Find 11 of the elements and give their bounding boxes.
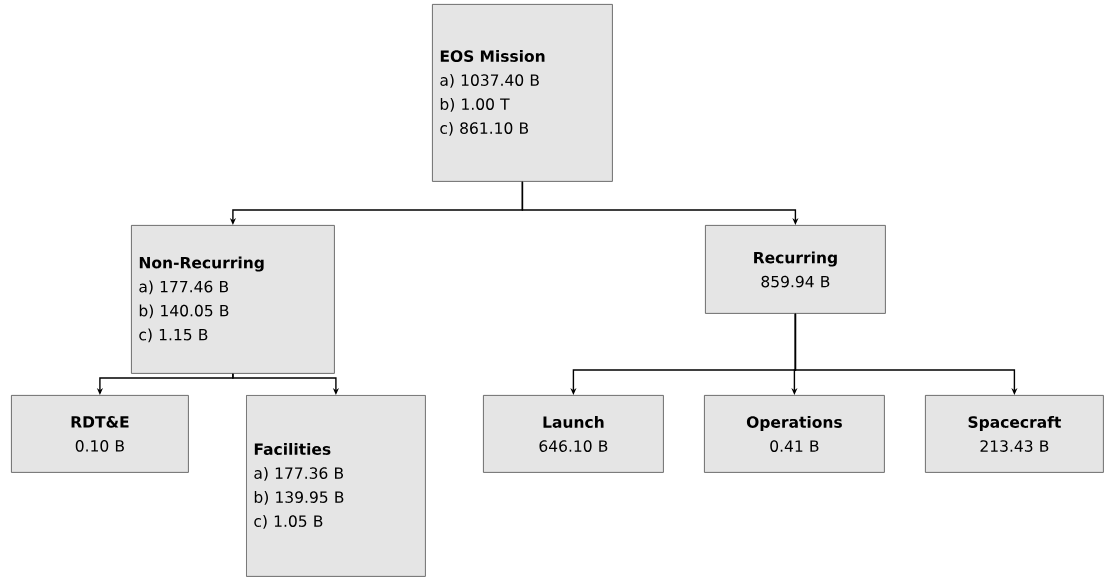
cost-box: Non-Recurring a) 177.46 B b) 140.05 B c) 1.15 B (131, 225, 335, 374)
cost-box: EOS Mission a) 1037.40 B b) 1.00 T c) 861.10 B (432, 4, 613, 182)
cost-box: Spacecraft 213.43 B (925, 395, 1104, 473)
cost-box: Recurring 859.94 B (705, 225, 886, 314)
cost-box: RDT&E 0.10 B (11, 395, 189, 473)
connector-arrow (521, 181, 799, 225)
connector-arrow (794, 313, 1018, 395)
cost-box: Operations 0.41 B (704, 395, 885, 473)
connector-arrow (232, 373, 339, 395)
cost-box: Facilities a) 177.36 B b) 139.95 B c) 1.05 B (246, 395, 426, 577)
cost-box: Launch 646.10 B (483, 395, 664, 473)
